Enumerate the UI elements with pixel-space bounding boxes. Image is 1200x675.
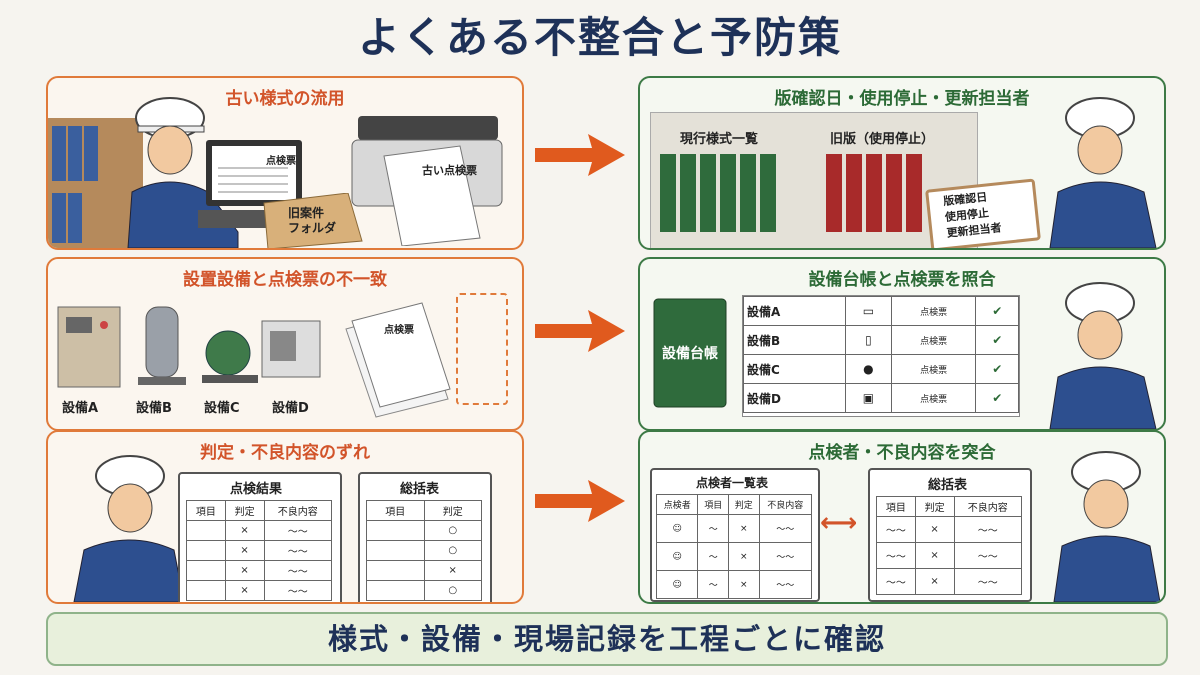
binder-shelf-icon xyxy=(48,118,143,248)
ledger-comparison-table: 設備A▭点検票✔ 設備B▯点検票✔ 設備C●点検票✔ 設備D▣点検票✔ xyxy=(742,295,1020,417)
check-icon: ✔ xyxy=(975,354,1019,384)
printer-sheet-label: 古い点検票 xyxy=(422,164,477,177)
arrow-right-icon xyxy=(535,134,625,176)
control-panel-icon xyxy=(57,306,121,388)
mark-cell: ○ xyxy=(423,540,482,561)
solution-panel-ledger-check: 設備台帳と点検票を照合 設備台帳 設備A▭点検票✔ 設備B▯点検票✔ 設備C●点… xyxy=(638,257,1166,431)
equipment-label-d: 設備D xyxy=(272,401,309,416)
check-icon: ✔ xyxy=(975,296,1019,326)
inspector-avatar-icon: ☺ xyxy=(655,514,699,543)
worker-checking-icon xyxy=(1053,451,1161,602)
problem-panel-judgement-mismatch: 判定・不良内容のずれ 点検結果 項目判定不良内容 ×〜〜 ×〜〜 ×〜〜 ×〜〜… xyxy=(46,430,524,604)
sheet-title: 総括表 xyxy=(928,478,968,493)
mark-cell: × xyxy=(224,580,265,601)
mark-cell: × xyxy=(914,516,955,543)
arrow-right-icon xyxy=(535,310,625,352)
check-icon: ✔ xyxy=(975,325,1019,355)
header-cell: 項目 xyxy=(366,500,425,521)
worker-writing-icon xyxy=(1049,97,1157,248)
mark-cell: × xyxy=(224,560,265,581)
equipment-row-label: 設備B xyxy=(742,325,847,355)
equipment-row-label: 設備A xyxy=(742,296,847,326)
inspector-avatar-icon: ☺ xyxy=(655,570,699,599)
header-cell: 項目 xyxy=(186,500,226,521)
header-cell: 不良内容 xyxy=(758,494,813,515)
solution-title: 設備台帳と点検票を照合 xyxy=(808,270,996,290)
header-cell: 判定 xyxy=(728,494,760,515)
version-board: 版確認日 使用停止 更新担当者 xyxy=(925,178,1041,248)
sheet-title: 総括表 xyxy=(400,482,440,497)
problem-title: 古い様式の流用 xyxy=(225,89,345,109)
header-cell: 項目 xyxy=(697,494,729,515)
header-cell: 判定 xyxy=(914,496,955,517)
solution-panel-version-check: 版確認日・使用停止・更新担当者 現行様式一覧 旧版（使用停止） 版確認日 使用停… xyxy=(638,76,1166,250)
equipment-label-b: 設備B xyxy=(136,401,172,416)
header-cell: 判定 xyxy=(423,500,482,521)
arrow-right-icon xyxy=(535,480,625,522)
equipment-label-c: 設備C xyxy=(204,401,240,416)
laptop-label: 点検票 xyxy=(266,156,296,167)
card-label: 点検票 xyxy=(890,325,977,355)
printer-icon xyxy=(351,116,503,246)
folder-icon xyxy=(263,193,363,248)
compare-arrows-icon: ⟷ xyxy=(820,508,858,538)
header-cell: 不良内容 xyxy=(953,496,1022,517)
mark-cell: × xyxy=(728,570,760,599)
binders-icon xyxy=(660,154,922,232)
card-label: 点検票 xyxy=(890,296,977,326)
mark-cell: ○ xyxy=(423,520,482,541)
mark-cell: ○ xyxy=(423,580,482,601)
sheet-title: 点検者一覧表 xyxy=(696,476,769,490)
header-cell: 判定 xyxy=(224,500,265,521)
solution-title: 版確認日・使用停止・更新担当者 xyxy=(774,89,1030,109)
worker-thinking-icon xyxy=(73,455,185,602)
mark-cell: × xyxy=(914,568,955,595)
mark-cell: × xyxy=(224,540,265,561)
problem-title: 判定・不良内容のずれ xyxy=(200,443,370,463)
header-cell: 不良内容 xyxy=(263,500,332,521)
solution-panel-inspector-check: 点検者・不良内容を突合 点検者一覧表 点検者項目判定不良内容 ☺〜×〜〜 ☺〜×… xyxy=(638,430,1166,604)
equipment-row-label: 設備C xyxy=(742,354,847,384)
sheet-title: 点検結果 xyxy=(230,482,283,497)
inspection-result-sheet: 点検結果 項目判定不良内容 ×〜〜 ×〜〜 ×〜〜 ×〜〜 xyxy=(178,472,342,602)
equipment-label-a: 設備A xyxy=(62,401,99,416)
mark-cell: × xyxy=(728,542,760,571)
mark-cell: × xyxy=(914,542,955,569)
sheet-stack-icon xyxy=(345,302,451,418)
mark-cell: × xyxy=(423,560,482,581)
worker-pointing-icon xyxy=(1049,282,1157,429)
equipment-row-label: 設備D xyxy=(742,383,847,413)
sheet-stack-label: 点検票 xyxy=(384,325,414,336)
mark-cell: × xyxy=(728,514,760,543)
card-label: 点検票 xyxy=(890,354,977,384)
mark-cell: × xyxy=(224,520,265,541)
header-cell: 項目 xyxy=(876,496,916,517)
inspector-avatar-icon: ☺ xyxy=(655,542,699,571)
missing-equipment-placeholder xyxy=(456,293,508,405)
inspector-list-sheet: 点検者一覧表 点検者項目判定不良内容 ☺〜×〜〜 ☺〜×〜〜 ☺〜×〜〜 xyxy=(650,468,820,602)
header-cell: 点検者 xyxy=(655,494,699,515)
problem-panel-old-form: 古い様式の流用 点検票 旧案件 フォルダ 古い点検票 xyxy=(46,76,524,250)
page-title: よくある不整合と予防策 xyxy=(357,13,842,62)
problem-panel-equipment-mismatch: 設置設備と点検票の不一致 設備A 設備B 設備C 設備D 点検票 xyxy=(46,257,524,431)
problem-title: 設置設備と点検票の不一致 xyxy=(183,270,387,290)
current-forms-label: 現行様式一覧 xyxy=(680,132,759,147)
summary-banner: 様式・設備・現場記録を工程ごとに確認 xyxy=(46,612,1168,666)
pump-icon xyxy=(202,330,258,383)
tank-icon xyxy=(138,306,186,385)
ledger-book-icon xyxy=(653,298,727,408)
summary-sheet: 総括表 項目判定 ○ ○ × ○ xyxy=(358,472,492,602)
summary-sheet: 総括表 項目判定不良内容 〜〜×〜〜 〜〜×〜〜 〜〜×〜〜 xyxy=(868,468,1032,602)
ledger-label: 設備台帳 xyxy=(662,346,718,362)
old-forms-label: 旧版（使用停止） xyxy=(830,132,935,147)
solution-title: 点検者・不良内容を突合 xyxy=(808,443,996,463)
folder-label: 旧案件 フォルダ xyxy=(288,206,337,235)
check-icon: ✔ xyxy=(975,383,1019,413)
card-label: 点検票 xyxy=(890,383,977,413)
unit-box-icon xyxy=(261,320,321,378)
